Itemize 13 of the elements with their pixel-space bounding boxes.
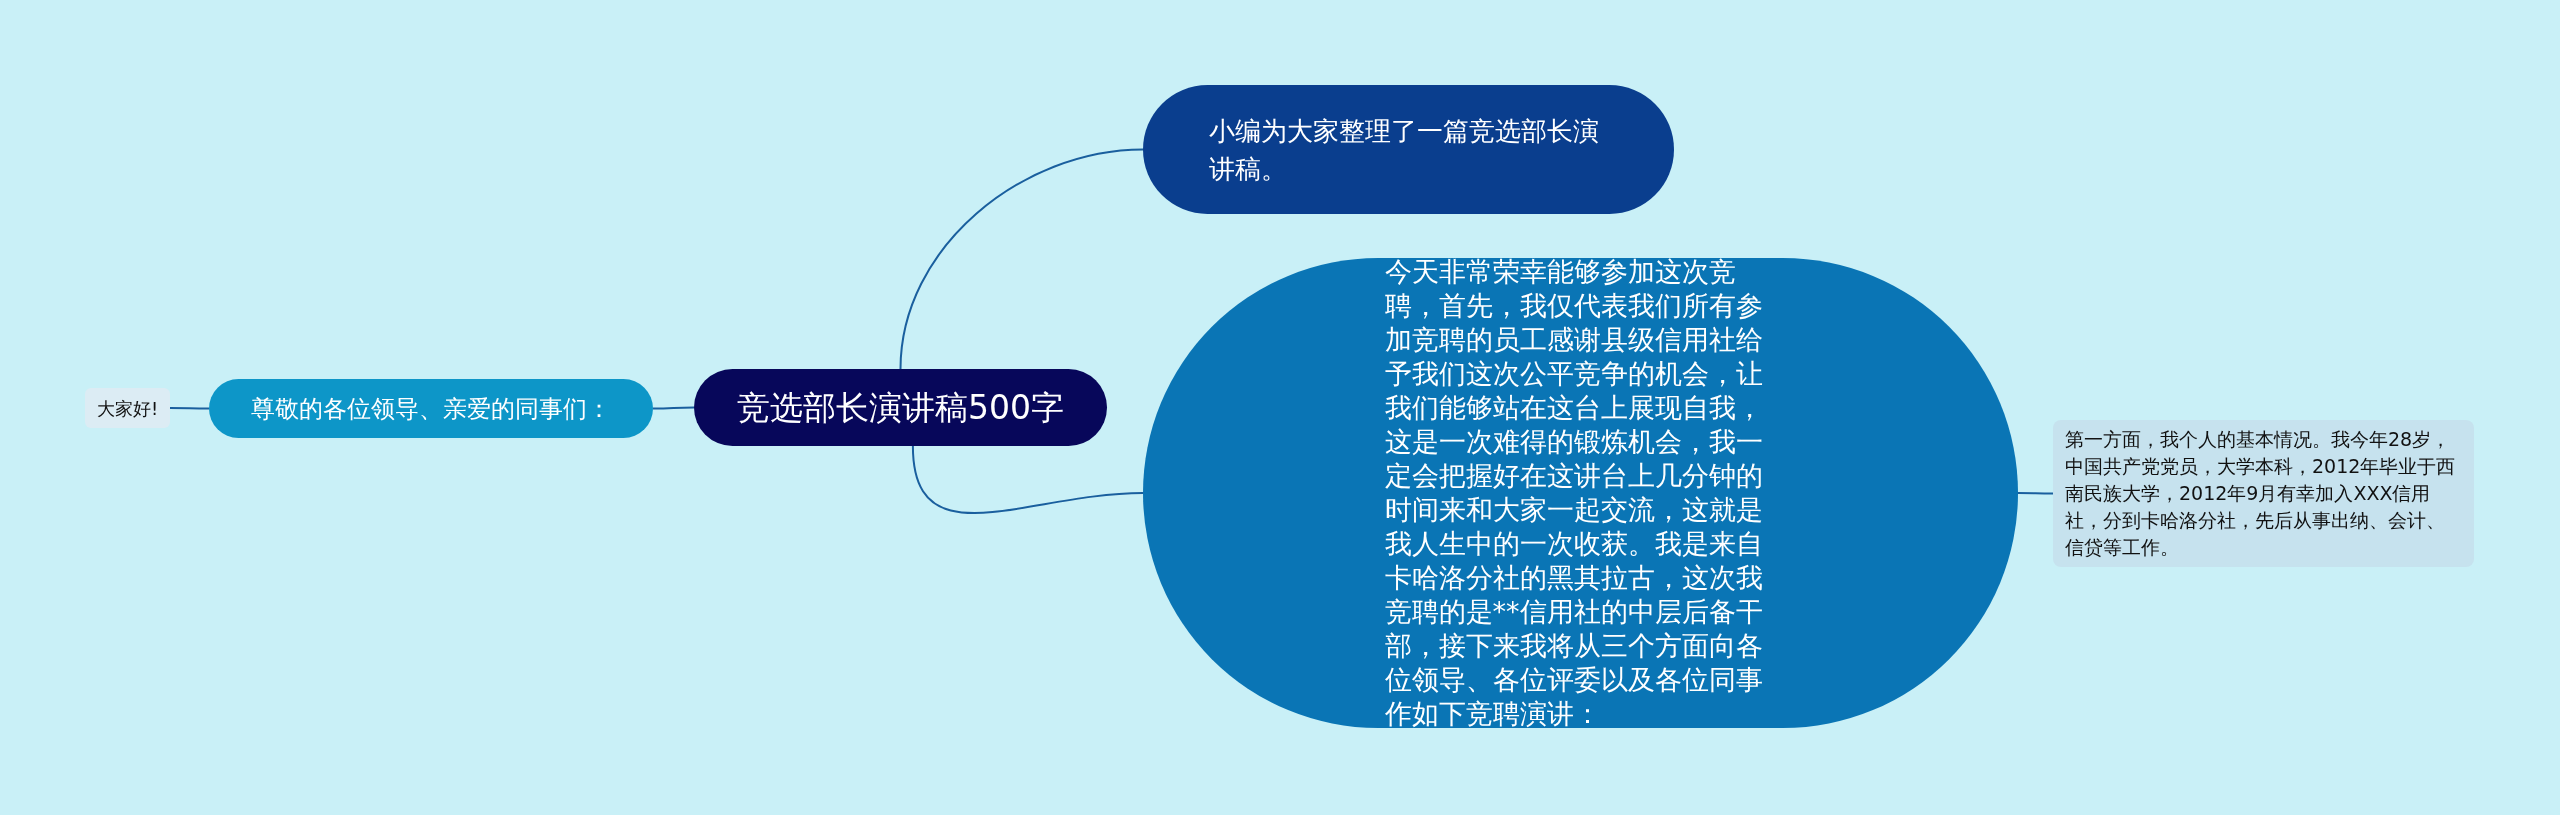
node-text: 小编为大家整理了一篇竞选部长演讲稿。	[1209, 114, 1600, 186]
subtopic-node	[85, 388, 170, 428]
node-text: 尊敬的各位领导、亲爱的同事们：	[251, 393, 611, 425]
node-text: 第一方面，我个人的基本情况。我今年28岁，中国共产党党员，大学本科，2012年毕业于西南民族大学，2012年9月有幸加入XXX信用社，分到卡哈洛分社，先后从事出纳、会计、信贷等工作。	[2065, 427, 2457, 560]
connector-line	[2017, 492, 2054, 495]
note-node	[2053, 420, 2474, 567]
connector-line	[899, 148, 1144, 370]
connector-line	[652, 406, 695, 410]
node-text: 今天非常荣幸能够参加这次竞聘，首先，我仅代表我们所有参加竞聘的员工感谢县级信用社给予我们这次公平竞争的机会，让我们能够站在这台上展现自我，这是一次难得的锻炼机会，我一定会把握好在这讲台上几分钟的时间来和大家一起交流，这就是我人生中的一次收获。我是来自卡哈洛分社的黑其拉古，这次我竞聘的是**信用社的中层后备干部，接下来我将从三个方面向各位领导、各位评委以及各位同事作如下竞聘演讲：	[1384, 255, 1764, 731]
node-text: 大家好!	[96, 396, 159, 421]
connector-line	[911, 445, 1144, 514]
connector-line	[169, 407, 210, 410]
node-text: 竞选部长演讲稿500字	[737, 386, 1064, 429]
